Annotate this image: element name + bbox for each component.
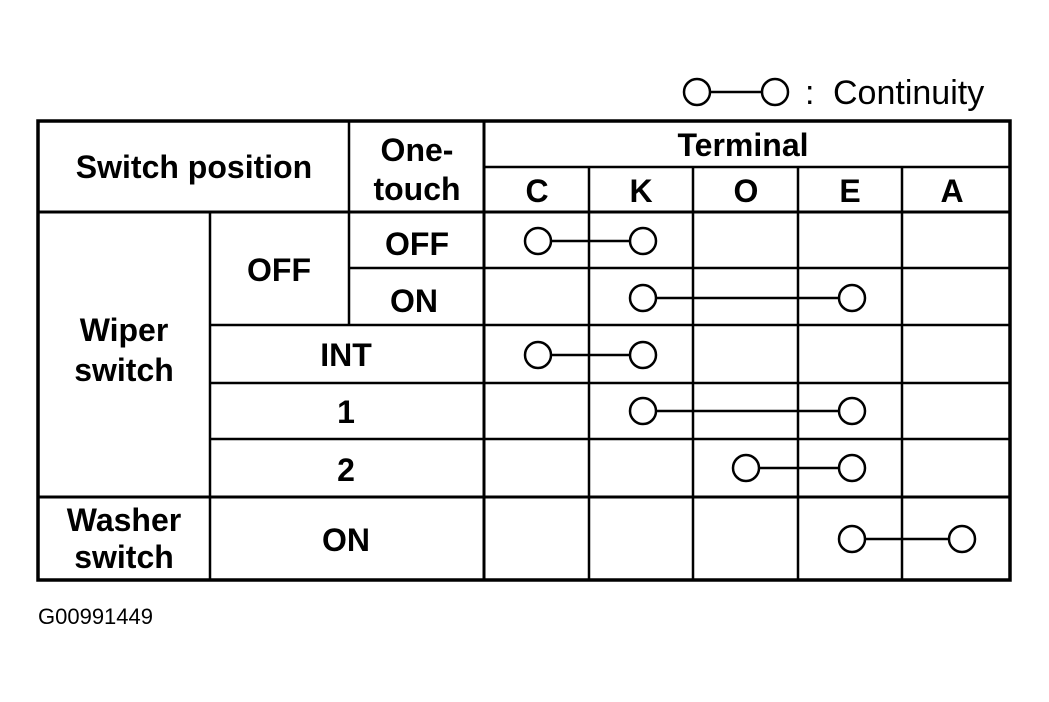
washer-on-label: ON [322,522,370,558]
terminal-node-k-icon [628,340,658,370]
terminal-node-e-icon [837,524,867,554]
continuity-link-row-2 [628,283,867,313]
speed-2-label: 2 [337,452,355,488]
wiper-switch-label-line1: Wiper [80,312,169,348]
legend: : Continuity [682,74,984,112]
terminal-e-label: E [839,173,860,209]
one-touch-on-label: ON [390,283,438,319]
continuity-link-row-5 [731,453,867,483]
terminal-node-e-icon [837,453,867,483]
continuity-link-row-6 [837,524,977,554]
terminal-node-k-icon [628,283,658,313]
legend-separator: : [805,74,814,112]
legend-label: Continuity [833,74,984,112]
washer-switch-label-line2: switch [74,539,174,575]
terminal-node-c-icon [523,226,553,256]
washer-switch-label-line1: Washer [67,502,181,538]
terminal-node-o-icon [731,453,761,483]
continuity-symbol-icon [682,77,790,107]
terminal-node-e-icon [837,396,867,426]
one-touch-header-line1: One- [381,132,454,168]
continuity-connectors [523,226,977,554]
one-touch-off-label: OFF [385,226,449,262]
figure-id: G00991449 [38,604,153,629]
int-label: INT [320,337,372,373]
switch-position-header: Switch position [76,149,312,185]
terminal-header: Terminal [678,127,809,163]
one-touch-header-line2: touch [373,171,460,207]
terminal-node-c-icon [523,340,553,370]
terminal-o-label: O [734,173,759,209]
terminal-node-k-icon [628,396,658,426]
continuity-link-row-4 [628,396,867,426]
terminal-c-label: C [525,173,548,209]
terminal-k-label: K [629,173,652,209]
continuity-link-row-3 [523,340,658,370]
speed-1-label: 1 [337,394,355,430]
terminal-node-e-icon [837,283,867,313]
wiper-switch-label-line2: switch [74,352,174,388]
terminal-node-k-icon [628,226,658,256]
terminal-a-label: A [940,173,963,209]
continuity-link-row-1 [523,226,658,256]
terminal-node-a-icon [947,524,977,554]
table-grid [36,119,1012,582]
wiper-off-label: OFF [247,252,311,288]
